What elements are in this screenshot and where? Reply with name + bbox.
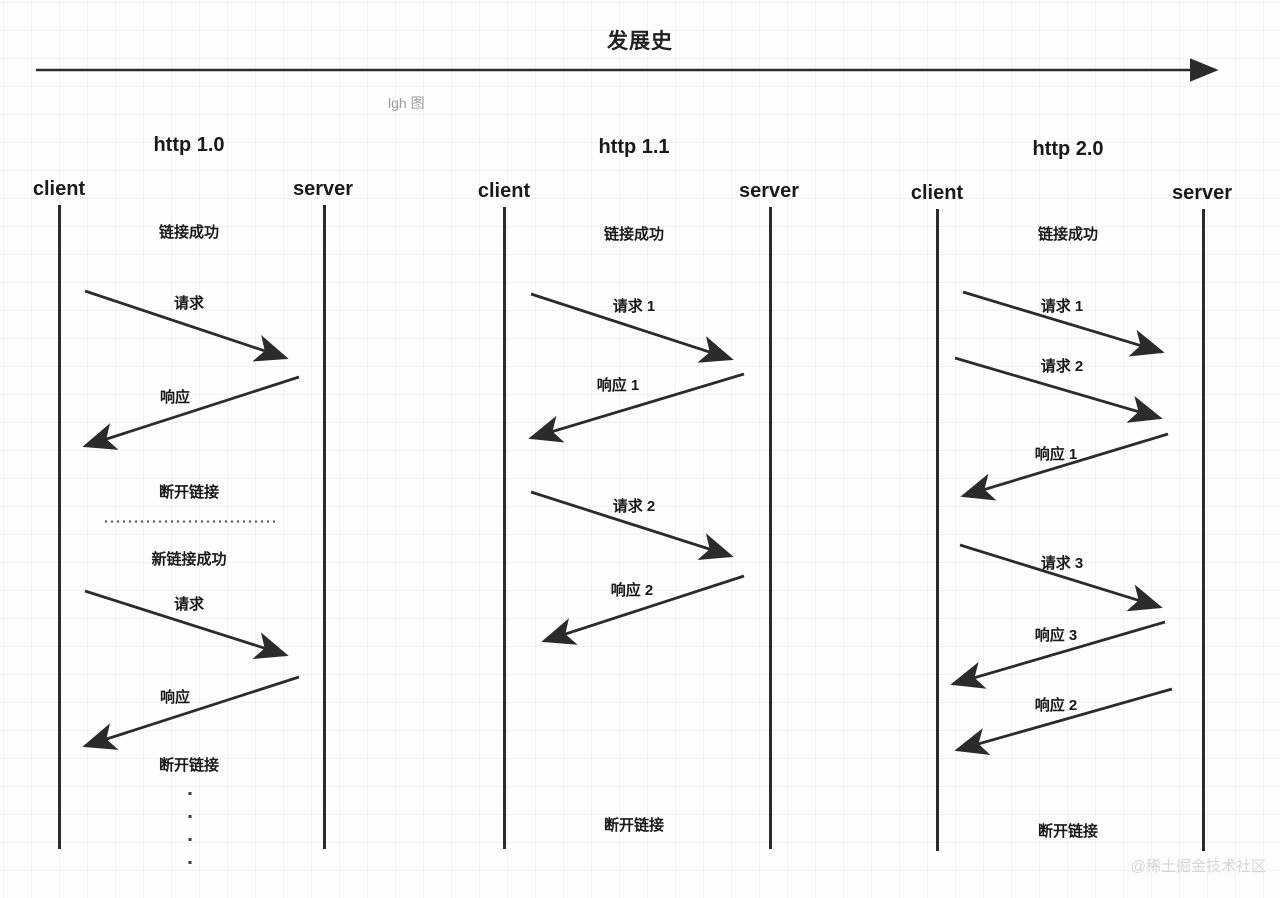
site-watermark: @稀土掘金技术社区 — [1130, 858, 1266, 875]
note-disconnect-http11: 断开链接 — [603, 817, 665, 834]
note-connect-http20: 链接成功 — [1037, 226, 1099, 243]
note-disconnect-http20: 断开链接 — [1037, 823, 1099, 840]
note-newconnect-http10: 新链接成功 — [151, 551, 227, 568]
note-connect-http10: 链接成功 — [158, 224, 220, 241]
lifeline-client-http11 — [503, 207, 506, 849]
lifeline-server-http20 — [1202, 209, 1205, 851]
actor-client-http20: client — [910, 182, 964, 204]
column-title-http11: http 1.1 — [598, 136, 670, 158]
msg-label-response-2-http10: 响应 — [159, 689, 191, 706]
msg-label-response-1-http11: 响应 1 — [596, 377, 640, 394]
actor-client-http11: client — [477, 180, 531, 202]
page-title: 发展史 — [607, 30, 673, 53]
msg-label-request-1-http11: 请求 1 — [612, 298, 656, 315]
message-arrow-0-3 — [82, 675, 300, 750]
actor-client-http10: client — [32, 178, 86, 200]
credit-note: lgh 图 — [388, 95, 425, 111]
lifeline-server-http11 — [769, 207, 772, 849]
msg-label-response-1-http20: 响应 1 — [1034, 446, 1078, 463]
message-arrow-0-1 — [82, 375, 300, 450]
msg-label-request-2-http10: 请求 — [173, 596, 205, 613]
actor-server-http11: server — [738, 180, 800, 202]
note-disconnect-2-http10: 断开链接 — [158, 757, 220, 774]
msg-label-request-2-http20: 请求 2 — [1040, 358, 1084, 375]
msg-label-response-2-http20: 响应 2 — [1034, 697, 1078, 714]
msg-label-response-3-http20: 响应 3 — [1034, 627, 1078, 644]
history-axis-arrow — [36, 58, 1219, 82]
note-connect-http11: 链接成功 — [603, 226, 665, 243]
msg-label-response-1-http10: 响应 — [159, 389, 191, 406]
lifeline-client-http10 — [58, 205, 61, 849]
lifeline-server-http10 — [323, 205, 326, 849]
msg-label-request-3-http20: 请求 3 — [1040, 555, 1084, 572]
connection-separator-http10 — [103, 520, 279, 523]
msg-label-request-1-http20: 请求 1 — [1040, 298, 1084, 315]
lifeline-client-http20 — [936, 209, 939, 851]
column-title-http10: http 1.0 — [153, 134, 225, 156]
ellipsis-dots-http10 — [188, 792, 192, 884]
msg-label-request-1-http10: 请求 — [173, 295, 205, 312]
actor-server-http20: server — [1171, 182, 1233, 204]
column-title-http20: http 2.0 — [1032, 138, 1104, 160]
msg-label-request-2-http11: 请求 2 — [612, 498, 656, 515]
actor-server-http10: server — [292, 178, 354, 200]
msg-label-response-2-http11: 响应 2 — [610, 582, 654, 599]
note-disconnect-1-http10: 断开链接 — [158, 484, 220, 501]
